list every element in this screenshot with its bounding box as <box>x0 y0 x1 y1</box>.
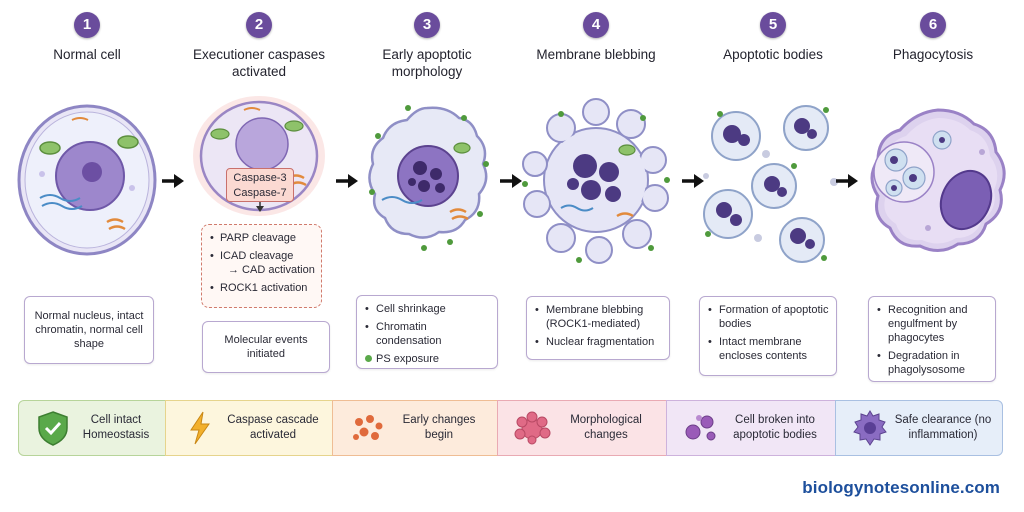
blebbing-cell-illustration <box>522 98 670 264</box>
legend-bodies-text: Cell broken into apoptotic bodies <box>733 414 817 441</box>
stage-5-number: 5 <box>760 12 786 38</box>
arrow-right-icon <box>836 174 858 188</box>
stage-4-number: 4 <box>583 12 609 38</box>
stage-2-description: Molecular events initiated <box>202 321 330 373</box>
event-parp: PARP cleavage <box>210 231 317 245</box>
phagocyte-illustration <box>870 108 1006 252</box>
event-rock1: ROCK1 activation <box>210 281 317 295</box>
caspase-label: Caspase-3 Caspase-7 <box>226 168 294 202</box>
legend-early: Early changes begin <box>332 400 498 456</box>
legend-clearance-text: Safe clearance (no inflammation) <box>894 414 992 441</box>
arrow-right-icon <box>500 174 522 188</box>
stage-3-number: 3 <box>414 12 440 38</box>
stage-5-description: Formation of apoptotic bodies Intact mem… <box>699 296 837 376</box>
normal-cell-illustration <box>17 104 157 256</box>
legend-bodies: Cell broken into apoptotic bodies <box>666 400 836 456</box>
legend-early-text: Early changes begin <box>402 414 476 441</box>
stage-6-title: Phagocytosis <box>892 47 974 62</box>
legend-clearance: Safe clearance (no inflammation) <box>835 400 1003 456</box>
caspase-cell-illustration <box>193 96 325 216</box>
arrow-right-icon <box>682 174 704 188</box>
stage-1-number: 1 <box>74 12 100 38</box>
stage-2-number: 2 <box>246 12 272 38</box>
stage-6-description: Recognition and engulfment by phagocytes… <box>868 296 996 382</box>
site-url: biologynotesonline.com <box>802 478 1000 497</box>
stage-3-title: Early apoptotic morphology <box>382 47 472 79</box>
legend-intact: Cell intact Homeostasis <box>18 400 166 456</box>
stage-3-description: Cell shrinkage Chromatin condensation PS… <box>356 295 498 369</box>
stage-2-title: Executioner caspases activated <box>192 47 326 79</box>
molecular-events-box: PARP cleavage ICAD cleavage → CAD activa… <box>201 224 322 308</box>
legend-morphological: Morphological changes <box>497 400 667 456</box>
stage-4-title: Membrane blebbing <box>536 47 656 62</box>
event-cad: → CAD activation <box>228 264 315 276</box>
legend-intact-text: Cell intact Homeostasis <box>82 414 150 441</box>
shrinking-cell-illustration <box>368 105 489 251</box>
stage-1-description: Normal nucleus, intact chromatin, normal… <box>24 296 154 364</box>
stage-4-description: Membrane blebbing (ROCK1-mediated) Nucle… <box>526 296 670 360</box>
bubbles-icon <box>685 415 716 441</box>
legend-morphological-text: Morphological changes <box>570 414 642 441</box>
arrow-right-icon <box>336 174 358 188</box>
phagocyte-icon <box>853 410 887 446</box>
event-icad: ICAD cleavage <box>210 249 317 263</box>
stage-1-title: Normal cell <box>53 47 121 62</box>
legend-caspase-text: Caspase cascade activated <box>227 414 319 441</box>
shield-check-icon <box>38 411 68 446</box>
apoptotic-bodies-illustration <box>703 105 838 263</box>
dots-cluster-icon <box>353 415 383 440</box>
lightning-icon <box>190 411 210 445</box>
arrow-right-icon <box>162 174 184 188</box>
stage-6-number: 6 <box>920 12 946 38</box>
bleb-icon <box>514 411 551 445</box>
legend-caspase: Caspase cascade activated <box>165 400 333 456</box>
stage-5-title: Apoptotic bodies <box>723 47 823 62</box>
